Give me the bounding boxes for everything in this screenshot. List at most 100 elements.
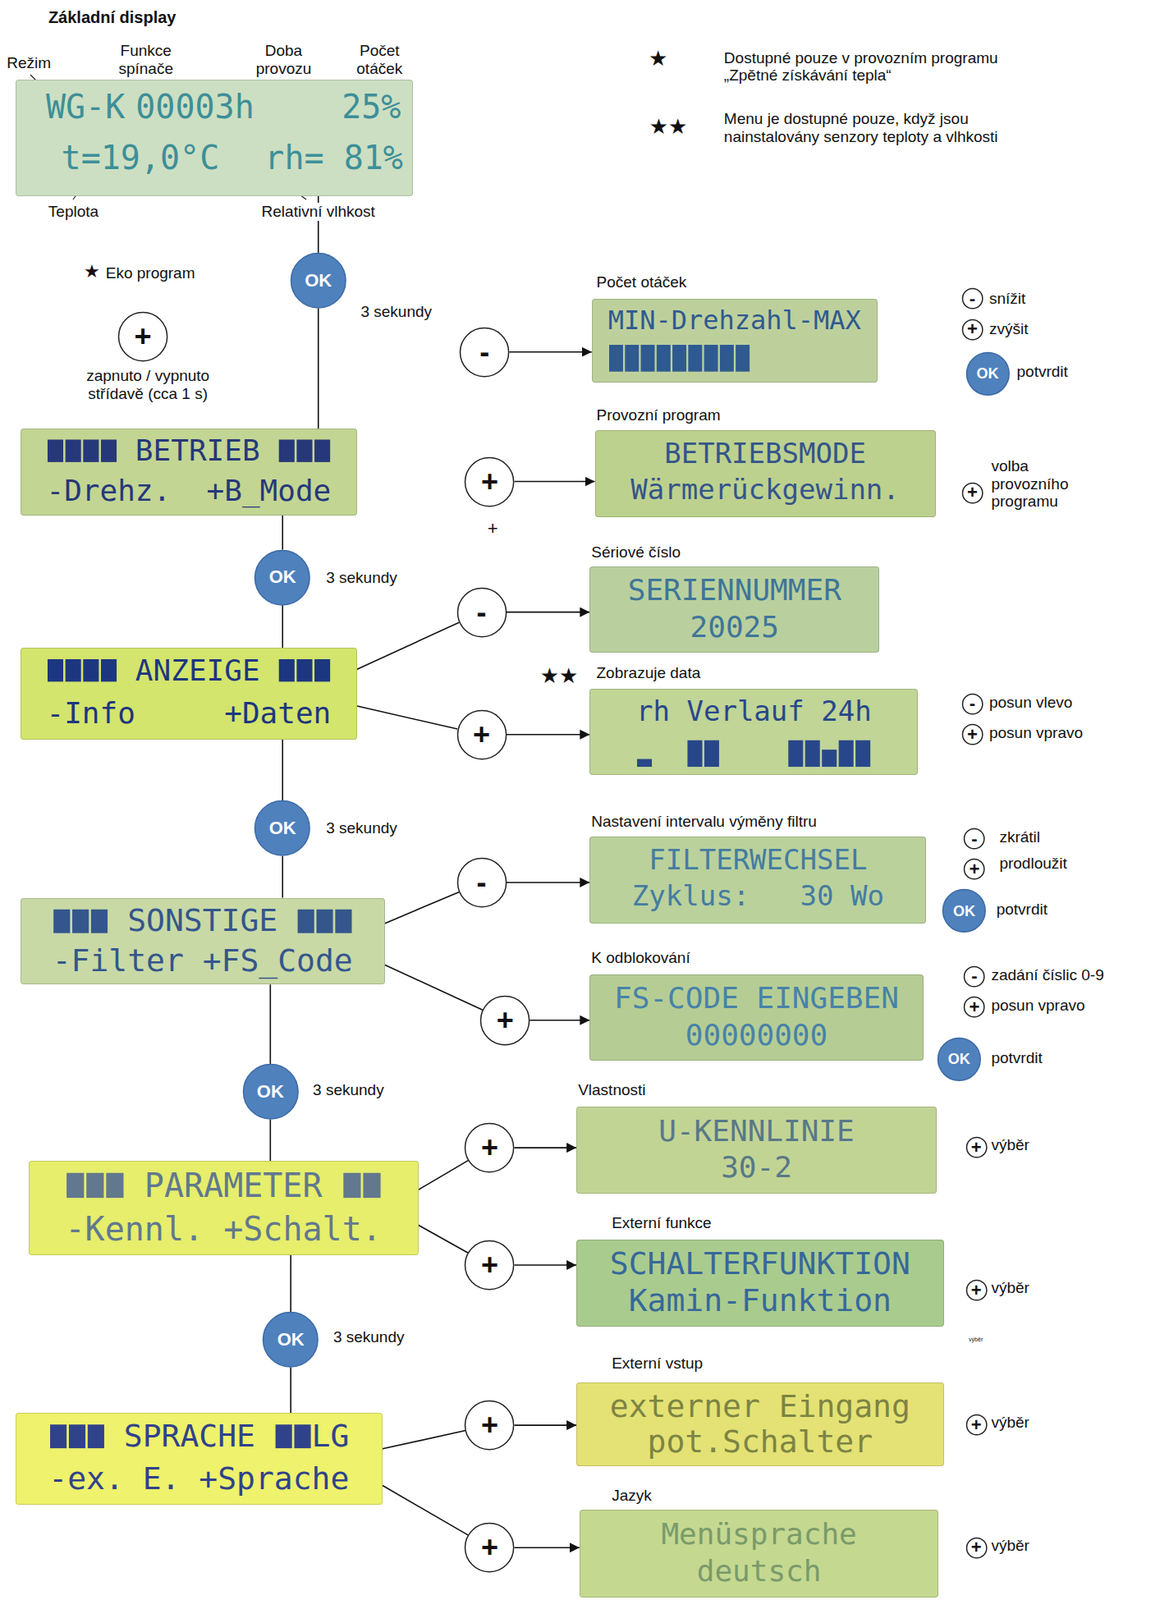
ok-button: OK (941, 888, 987, 934)
lcd-text: -Kennl. (64, 1211, 204, 1247)
annotation-label: K odblokování (589, 949, 692, 968)
key-label: + (965, 1279, 988, 1302)
annotation-label: Vlastnosti (576, 1081, 647, 1100)
lcd-screen: ANZEIGE-Info+Daten (20, 647, 358, 740)
lcd-block (314, 659, 331, 682)
annotation-label: Počet otáček (342, 41, 418, 78)
lcd-screen: SCHALTERFUNKTIONKamin-Funktion (576, 1239, 944, 1327)
lcd-block (53, 908, 70, 933)
key-button: + (962, 857, 986, 881)
key-label: + (961, 481, 984, 505)
lcd-block (86, 1173, 104, 1198)
connector (514, 1146, 578, 1149)
ok-key-label: OK (936, 1036, 982, 1083)
annotation-label: Menu je dostupné pouze, když jsou nainst… (722, 110, 1032, 147)
key-label: + (479, 994, 531, 1046)
key-button: + (965, 1536, 988, 1559)
lcd-block (275, 1424, 292, 1449)
key-label: + (965, 1413, 988, 1436)
ok-key-label: OK (941, 888, 987, 934)
lcd-block (316, 908, 333, 933)
key-button: - (962, 965, 986, 988)
key-button: + (965, 1279, 988, 1302)
key-button: + (961, 481, 984, 505)
lcd-block (609, 344, 624, 372)
key-label: - (456, 586, 508, 638)
connector (529, 1019, 590, 1022)
lcd-screen: U-KENNLINIE 30-2 (576, 1106, 937, 1194)
lcd-text: Kamin-Funktion (628, 1284, 892, 1318)
key-button: + (463, 1122, 515, 1174)
key-button: - (961, 287, 984, 310)
connector (506, 611, 591, 614)
annotation-label: Počet otáček (595, 273, 689, 292)
key-button: - (961, 692, 984, 716)
lcd-block (687, 344, 702, 372)
lcd-text: -ex. E. (48, 1462, 180, 1496)
lcd-text: +FS_Code (202, 944, 354, 978)
connector (289, 1367, 292, 1414)
lcd-block (334, 908, 352, 933)
connector (508, 351, 592, 354)
lcd-text: WG-K (45, 89, 125, 124)
lcd-text: FS-CODE EINGEBEN (614, 982, 899, 1014)
annotation-label: 3 sekundy (331, 1328, 407, 1347)
lcd-block (293, 1424, 311, 1449)
lcd-text: +Daten (224, 697, 331, 730)
annotation-label: prodloužit (997, 854, 1069, 873)
key-label: - (458, 326, 510, 378)
ok-key-label: OK (289, 252, 348, 310)
key-label: - (962, 827, 986, 850)
lcd-block (105, 1173, 124, 1198)
connector (357, 706, 458, 730)
key-button: + (463, 1399, 515, 1451)
history-bar (788, 740, 804, 767)
annotation-label: Provozní program (595, 406, 723, 425)
lcd-screen: BETRIEB-Drehz.+B_Mode (20, 428, 358, 516)
connector (506, 881, 591, 884)
lcd-text: U-KENNLINIE (658, 1115, 854, 1147)
lcd-text: Menüsprache (660, 1518, 857, 1550)
lcd-block (82, 439, 99, 462)
connector (382, 1430, 466, 1449)
key-button: + (463, 1239, 515, 1291)
ok-key-label: OK (242, 1063, 300, 1121)
lcd-text: SERIENNUMMER (628, 574, 842, 606)
key-label: + (962, 857, 986, 881)
key-button: - (458, 326, 510, 378)
lcd-block (68, 1424, 86, 1449)
lcd-block (735, 344, 750, 372)
annotation-label: posun vpravo (987, 724, 1085, 743)
connector (514, 1546, 580, 1549)
annotation-label: posun vpravo (989, 996, 1087, 1015)
annotation-label: zkrátil (997, 828, 1042, 847)
ok-button: OK (936, 1036, 982, 1083)
lcd-text: +Sprache (198, 1462, 349, 1496)
key-label: + (463, 456, 515, 508)
lcd-block (47, 439, 64, 462)
connector (514, 1264, 578, 1266)
connector (418, 1224, 469, 1253)
history-bar (821, 749, 837, 767)
key-label: + (117, 311, 169, 363)
key-button: - (456, 586, 508, 638)
lcd-text: 30-2 (720, 1151, 793, 1183)
lcd-screen: SERIENNUMMER20025 (589, 566, 880, 654)
annotation-label: 3 sekundy (358, 302, 434, 321)
annotation-label: 3 sekundy (324, 819, 399, 838)
annotation-label: Teplota (46, 202, 101, 221)
annotation-label: Funkce spínače (107, 41, 184, 78)
lcd-screen: externer Eingangpot.Schalter (576, 1382, 944, 1467)
connector (382, 1485, 468, 1536)
connector (281, 739, 284, 801)
annotation-label: potvrdit (1015, 362, 1070, 381)
lcd-screen: FILTERWECHSELZyklus: 30 Wo (589, 836, 927, 924)
lcd-block (297, 908, 314, 933)
lcd-block (640, 344, 655, 372)
lcd-text: -Drehz. (46, 475, 172, 507)
lcd-block (296, 659, 312, 682)
connector (385, 964, 483, 1010)
connector (357, 622, 459, 670)
lcd-block (100, 439, 117, 462)
